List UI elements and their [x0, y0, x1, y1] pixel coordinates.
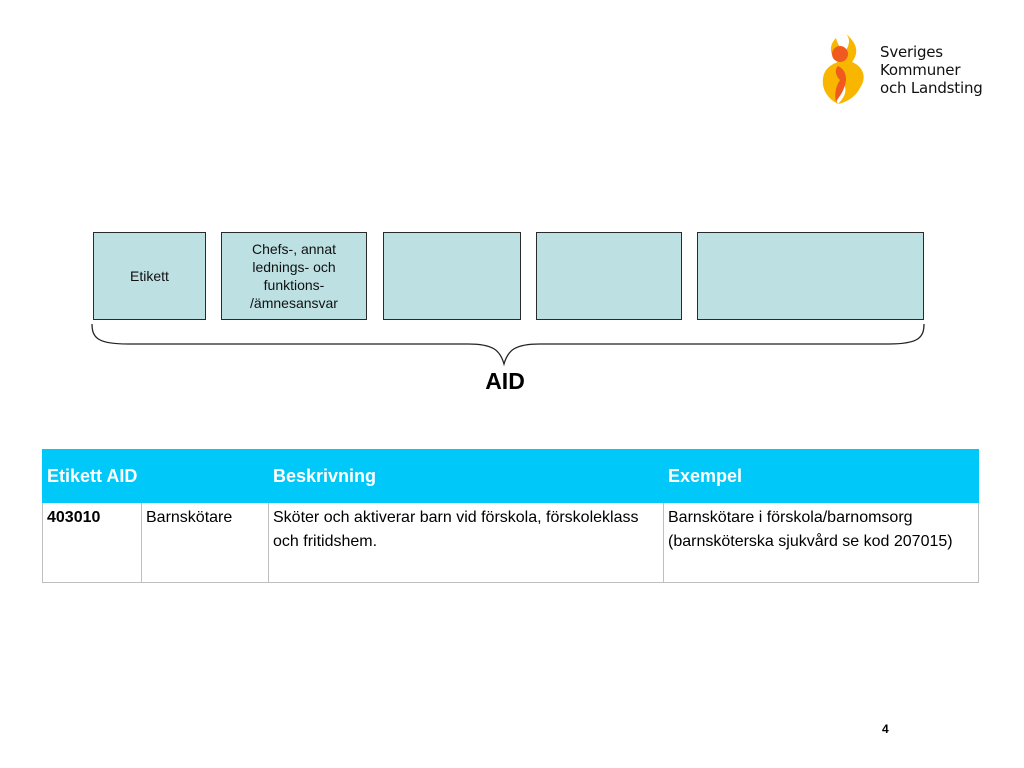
aid-table: Etikett AID Beskrivning Exempel 403010 B…: [42, 449, 979, 583]
page-number: 4: [882, 722, 889, 736]
logo-line-3: och Landsting: [880, 79, 983, 97]
box-label: Chefs-, annat lednings- och funktions- /…: [250, 241, 338, 311]
logo-line-1: Sveriges: [880, 43, 943, 61]
diagram-box-etikett: Etikett: [93, 232, 206, 320]
brace-label: AID: [485, 368, 525, 394]
diagram-box-empty-3: [697, 232, 924, 320]
cell-code: 403010: [42, 502, 142, 583]
flame-logo-icon: [822, 34, 864, 104]
logo-text: Sveriges Kommuner och Landsting: [880, 43, 983, 97]
diagram-box-empty-2: [536, 232, 682, 320]
cell-description: Sköter och aktiverar barn vid förskola, …: [268, 502, 664, 583]
header-etikett-aid: Etikett AID: [42, 449, 269, 503]
logo-line-2: Kommuner: [880, 61, 961, 79]
header-beskrivning: Beskrivning: [268, 449, 664, 503]
skl-logo: Sveriges Kommuner och Landsting: [816, 32, 996, 108]
curly-brace: [91, 323, 925, 367]
table-row: 403010 Barnskötare Sköter och aktiverar …: [42, 502, 979, 583]
diagram-box-chefs: Chefs-, annat lednings- och funktions- /…: [221, 232, 367, 320]
box-label: Etikett: [130, 268, 169, 284]
header-exempel: Exempel: [663, 449, 979, 503]
table-header-row: Etikett AID Beskrivning Exempel: [42, 449, 979, 503]
cell-example: Barnskötare i förskola/barnomsorg (barns…: [663, 502, 979, 583]
cell-title: Barnskötare: [141, 502, 269, 583]
diagram-box-empty-1: [383, 232, 521, 320]
